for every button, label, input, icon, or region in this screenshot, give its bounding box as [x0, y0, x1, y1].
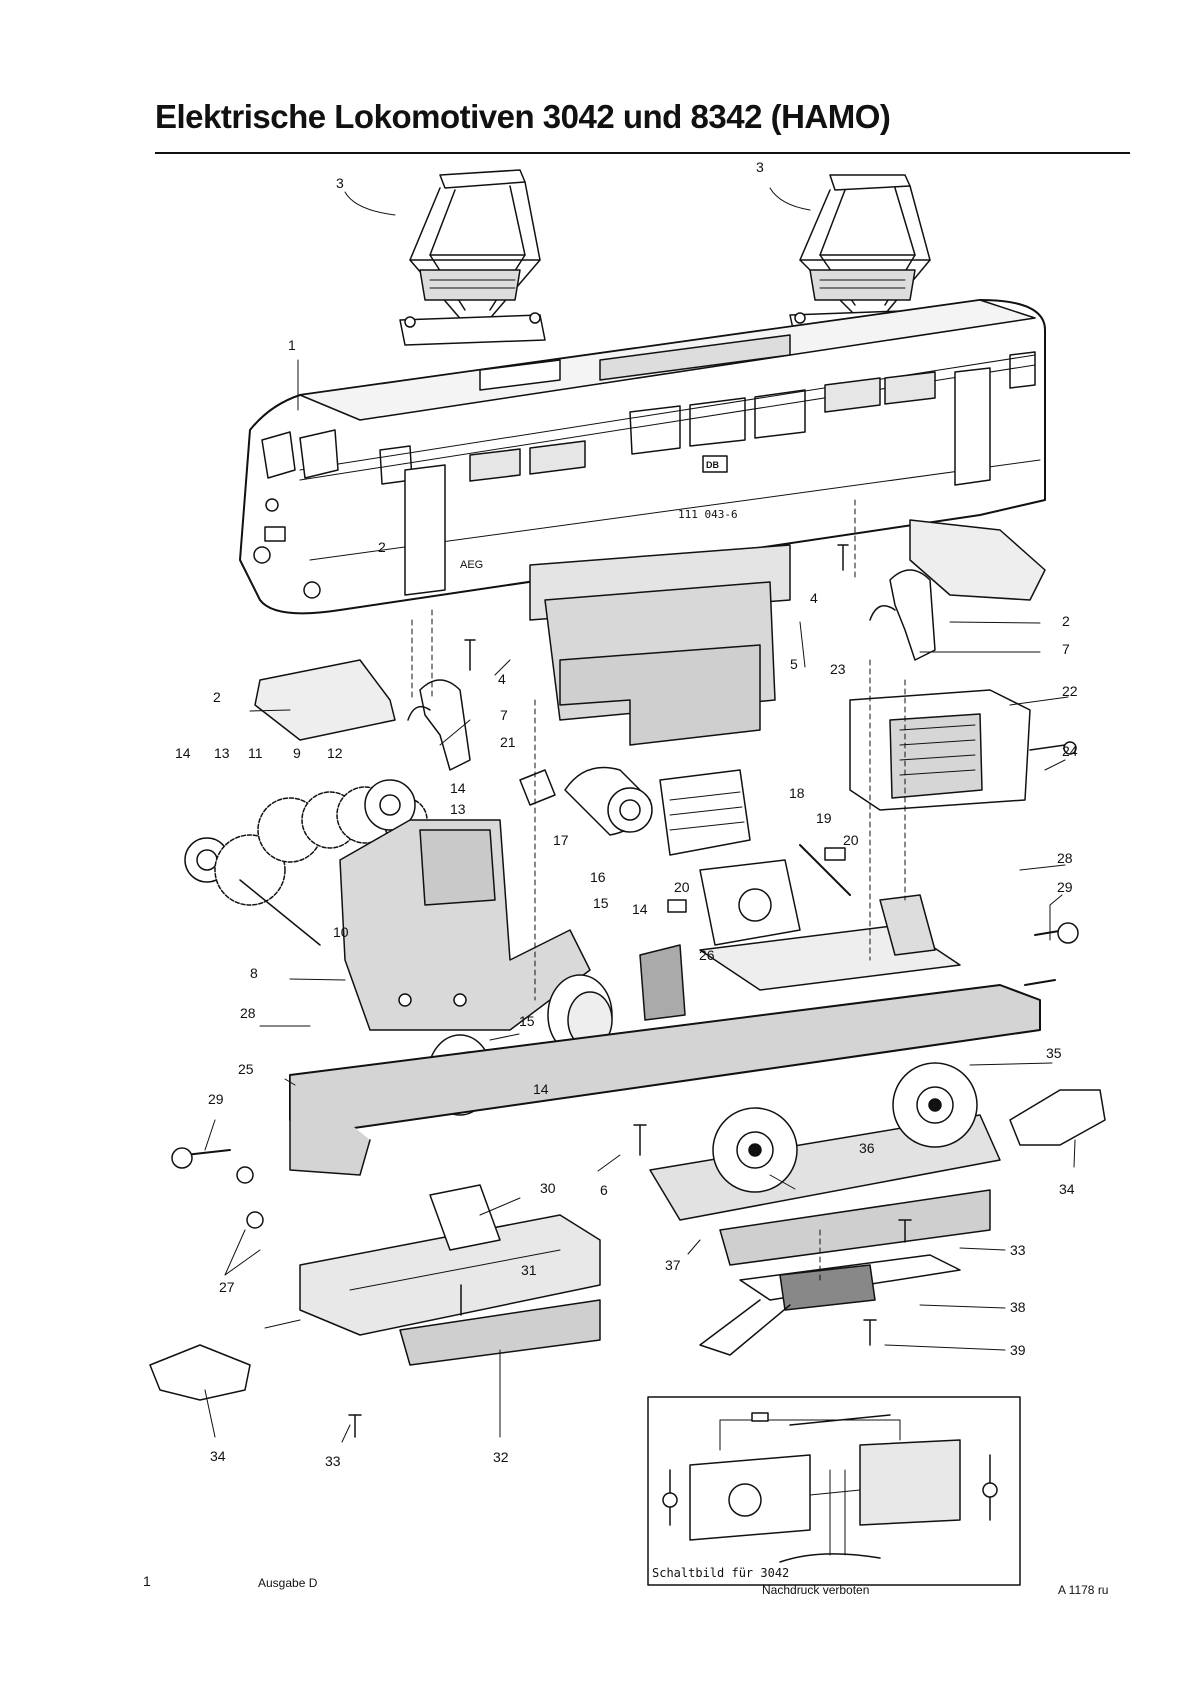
callout-29b: 29	[208, 1091, 224, 1107]
buffer-beam-rear	[909, 519, 1046, 601]
callout-34a: 34	[1059, 1181, 1075, 1197]
callout-4a: 4	[810, 590, 818, 606]
callout-29a: 29	[1057, 879, 1073, 895]
callout-6: 6	[600, 1182, 608, 1198]
callout-9: 9	[293, 745, 301, 761]
screws	[171, 544, 1079, 1438]
schematic-caption: Schaltbild für 3042	[652, 1566, 790, 1580]
callout-5: 5	[790, 656, 798, 672]
chassis-frame	[289, 894, 1041, 1176]
callout-33b: 33	[325, 1453, 341, 1469]
callout-15a: 15	[593, 895, 609, 911]
pickup-shoe	[699, 1254, 961, 1356]
callout-26: 26	[699, 947, 715, 963]
callout-10: 10	[333, 924, 349, 940]
callout-25: 25	[238, 1061, 254, 1077]
coupler-front	[149, 1344, 251, 1401]
callout-8: 8	[250, 965, 258, 981]
page-title: Elektrische Lokomotiven 3042 und 8342 (H…	[155, 98, 891, 135]
callout-14a: 14	[175, 745, 191, 761]
callout-7b: 7	[500, 707, 508, 723]
callout-20b: 20	[674, 879, 690, 895]
coupler-rear	[1009, 1089, 1106, 1146]
callout-3a: 3	[336, 175, 344, 191]
callout-20a: 20	[843, 832, 859, 848]
db-logo: DB	[706, 460, 719, 470]
reprint-notice: Nachdruck verboten	[762, 1583, 870, 1597]
callout-32: 32	[493, 1449, 509, 1465]
bogie-front	[299, 1184, 601, 1366]
callout-31: 31	[521, 1262, 537, 1278]
callout-18: 18	[789, 785, 805, 801]
maker-marking: AEG	[460, 559, 483, 571]
callout-30: 30	[540, 1180, 556, 1196]
callout-39: 39	[1010, 1342, 1026, 1358]
page-number: 1	[143, 1573, 151, 1589]
bogie-mount-rear	[869, 569, 936, 661]
edition-label: Ausgabe D	[258, 1576, 318, 1590]
callout-38: 38	[1010, 1299, 1026, 1315]
callout-36: 36	[859, 1140, 875, 1156]
callout-2a: 2	[378, 539, 386, 555]
callout-14b: 14	[450, 780, 466, 796]
callout-37: 37	[665, 1257, 681, 1273]
callout-17: 17	[553, 832, 569, 848]
callout-28a: 28	[1057, 850, 1073, 866]
callout-13a: 13	[214, 745, 230, 761]
callout-4b: 4	[498, 671, 506, 687]
callout-19: 19	[816, 810, 832, 826]
callout-1: 1	[288, 337, 296, 353]
bogie-mount-front	[407, 679, 471, 771]
callout-11: 11	[248, 745, 263, 761]
callout-34b: 34	[210, 1448, 226, 1464]
callout-21: 21	[500, 734, 516, 750]
callout-15b: 15	[519, 1013, 535, 1029]
callout-3b: 3	[756, 159, 764, 175]
leader-lines	[204, 187, 1076, 1443]
callout-2b: 2	[1062, 613, 1070, 629]
wiring-schematic	[647, 1396, 1021, 1586]
callout-23: 23	[830, 661, 846, 677]
callout-28b: 28	[240, 1005, 256, 1021]
body-number-marking: 111 043-6	[678, 508, 738, 521]
document-code: A 1178 ru	[1058, 1583, 1109, 1597]
callout-35: 35	[1046, 1045, 1062, 1061]
callout-7a: 7	[1062, 641, 1070, 657]
title-rule	[155, 152, 1130, 154]
callout-2c: 2	[213, 689, 221, 705]
callout-13b: 13	[450, 801, 466, 817]
motor-assembly	[519, 766, 851, 946]
callout-14c: 14	[632, 901, 648, 917]
ballast-weight	[529, 544, 791, 746]
callout-22: 22	[1062, 683, 1078, 699]
callout-33a: 33	[1010, 1242, 1026, 1258]
callout-12: 12	[327, 745, 343, 761]
locomotive-body	[239, 299, 1046, 615]
callout-14d: 14	[533, 1081, 549, 1097]
buffer-beam-front	[254, 659, 396, 741]
callout-16: 16	[590, 869, 606, 885]
bogie-rear	[649, 1062, 1001, 1266]
explode-lines	[411, 499, 906, 1281]
gearbox-frame	[339, 819, 591, 1031]
callout-27: 27	[219, 1279, 235, 1295]
reversing-unit	[849, 689, 1077, 811]
pantograph-left	[399, 169, 546, 346]
callout-24: 24	[1062, 743, 1078, 759]
